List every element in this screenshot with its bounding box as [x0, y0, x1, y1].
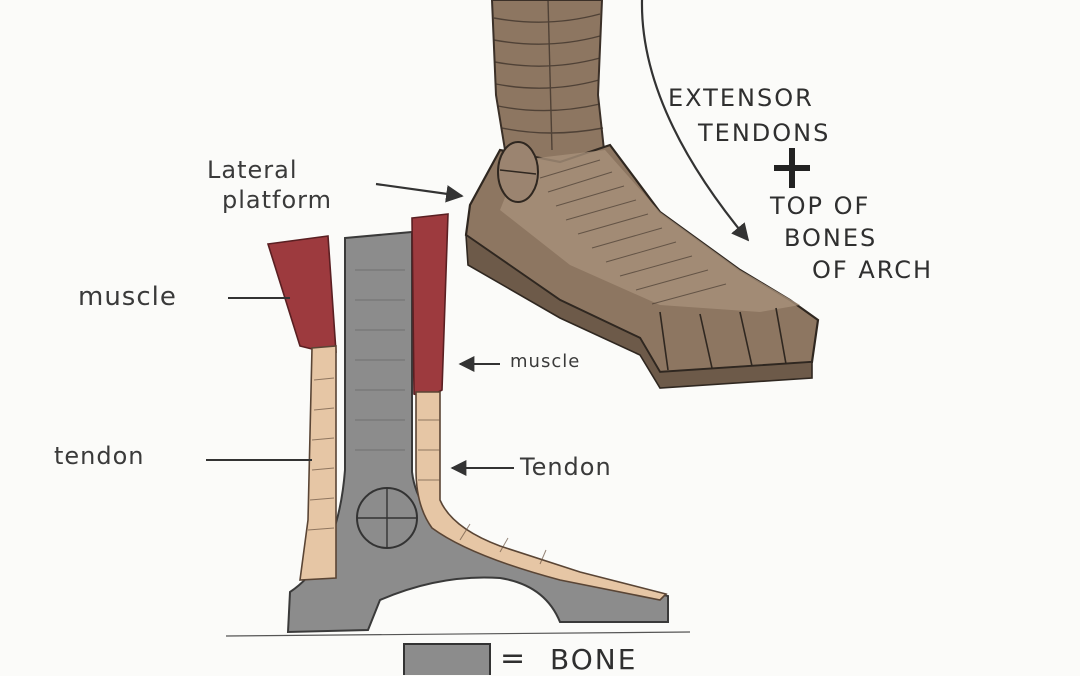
label-lateral: Lateral — [207, 156, 298, 184]
schematic-muscle-left — [266, 235, 337, 353]
label-legend-bone: BONE — [550, 643, 638, 676]
lateral-platform-arrow — [375, 182, 464, 203]
schematic-muscle-right — [411, 213, 449, 399]
extensor-arrow — [640, 0, 750, 242]
schematic-tendon-left — [299, 345, 337, 581]
schematic-tendon-right — [415, 391, 668, 601]
label-platform: platform — [222, 186, 332, 214]
label-bones: BONES — [784, 224, 878, 252]
foot-sketch — [464, 0, 820, 389]
schematic-diagram — [225, 213, 691, 637]
label-plus: + — [781, 150, 783, 151]
label-of-arch: OF ARCH — [812, 256, 934, 284]
legend-bone-swatch — [403, 643, 491, 675]
label-muscle-left: muscle — [78, 282, 177, 312]
label-tendon-right: Tendon — [520, 453, 612, 481]
label-tendon-left: tendon — [54, 442, 145, 470]
label-extensor: EXTENSOR — [668, 84, 814, 112]
label-top-of: TOP OF — [770, 192, 871, 220]
label-tendons: TENDONS — [698, 119, 831, 147]
label-muscle-right: muscle — [510, 351, 581, 372]
label-legend-equals: = — [500, 641, 528, 676]
